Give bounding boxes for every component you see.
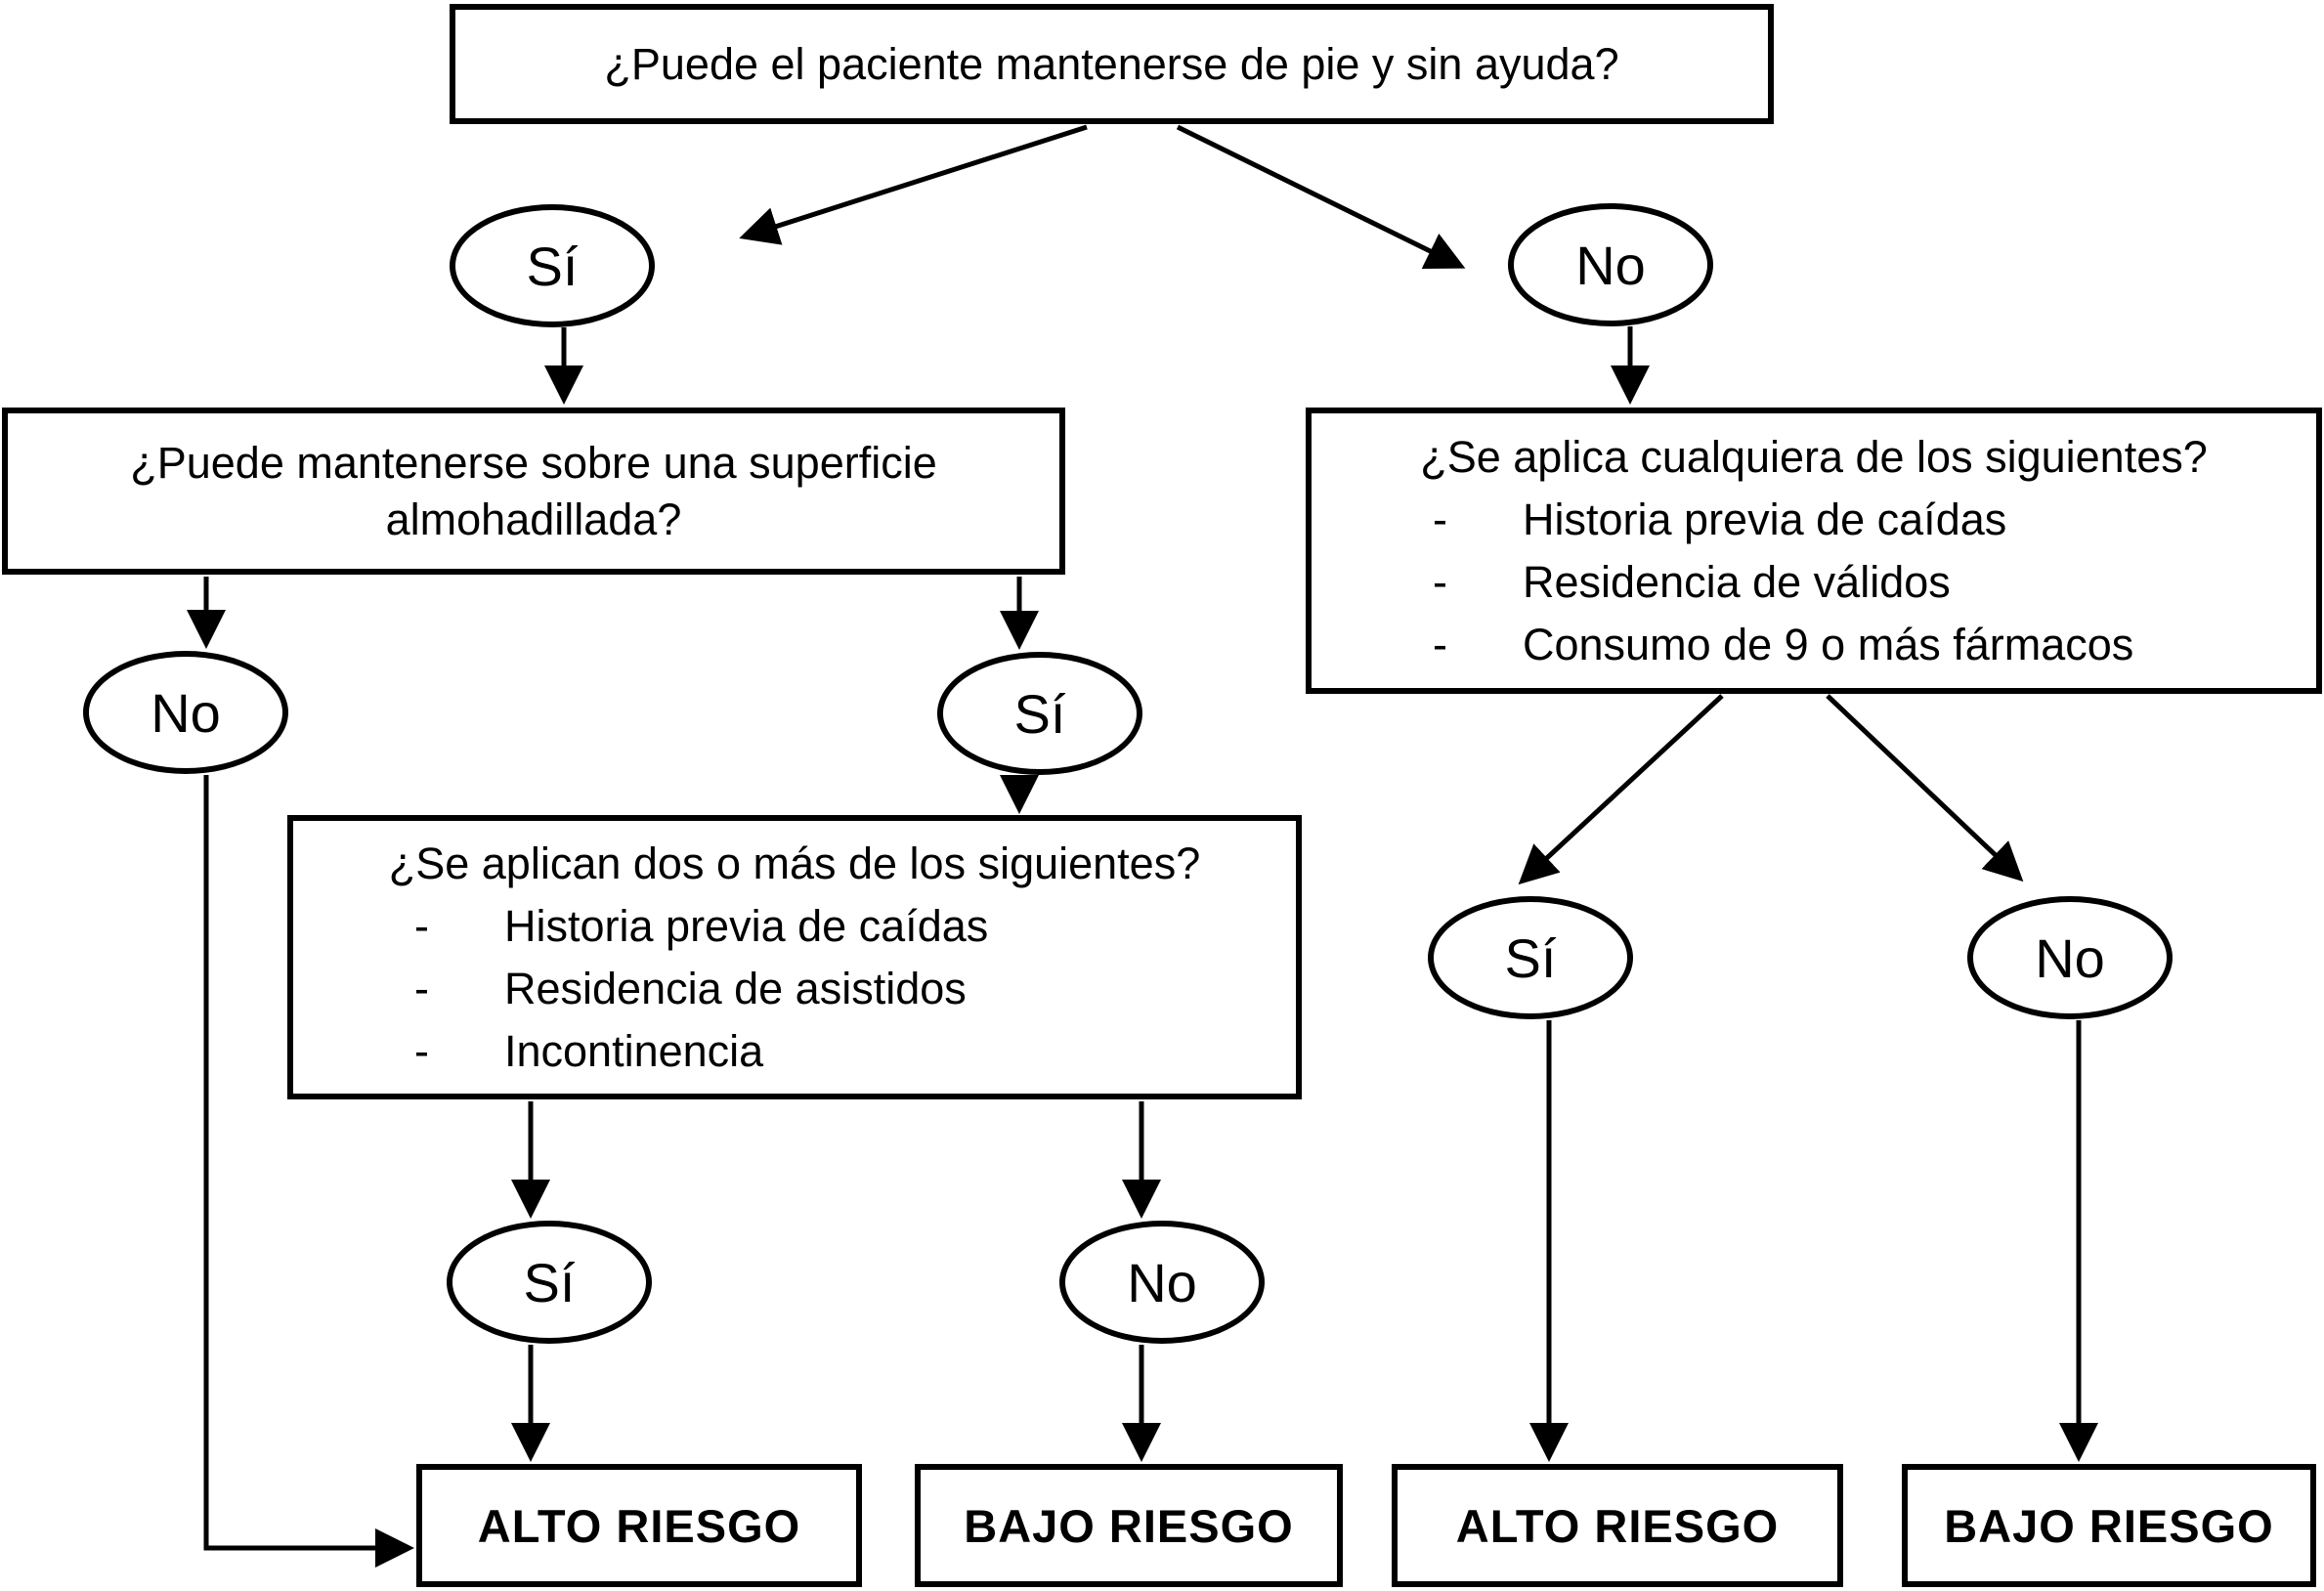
outcome-bajo-riesgo-2: BAJO RIESGO [1902, 1464, 2316, 1587]
decision-label: No [151, 681, 221, 744]
list-item: - Residencia de asistidos [305, 958, 1284, 1020]
question-stand-unaided-text: ¿Puede el paciente mantenerse de pie y s… [604, 38, 1619, 89]
outcome-bajo-riesgo-1: BAJO RIESGO [915, 1464, 1343, 1587]
bullet-dash: - [1433, 494, 1447, 544]
decision-no-lower: No [1059, 1221, 1265, 1344]
decision-si-top: Sí [450, 204, 655, 327]
bullet-dash: - [1433, 556, 1447, 607]
decision-label: Sí [523, 1251, 576, 1313]
decision-label: No [1127, 1251, 1197, 1313]
question-stand-unaided: ¿Puede el paciente mantenerse de pie y s… [450, 4, 1774, 124]
question-any-title: ¿Se aplica cualquiera de los siguientes? [1420, 431, 2208, 482]
decision-label: No [1575, 234, 1646, 296]
decision-si-mid: Sí [937, 652, 1142, 775]
question-padded-surface-text: ¿Puede mantenerse sobre una superficie a… [130, 437, 937, 544]
list-item: - Residencia de válidos [1323, 551, 2304, 614]
list-item-text: Residencia de asistidos [504, 963, 967, 1013]
list-item: - Consumo de 9 o más fármacos [1323, 614, 2304, 676]
bullet-dash: - [414, 1025, 429, 1076]
outcome-label: BAJO RIESGO [964, 1499, 1294, 1552]
list-item: - Historia previa de caídas [305, 895, 1284, 958]
decision-label: No [2035, 926, 2105, 989]
decision-label: Sí [1504, 926, 1557, 989]
list-item-text: Incontinencia [504, 1025, 764, 1076]
decision-si-lower: Sí [447, 1221, 652, 1344]
decision-label: Sí [1013, 682, 1066, 745]
outcome-label: ALTO RIESGO [477, 1499, 801, 1552]
question-two-or-more: ¿Se aplican dos o más de los siguientes?… [287, 815, 1302, 1099]
bullet-dash: - [1433, 619, 1447, 669]
question-padded-surface: ¿Puede mantenerse sobre una superficie a… [2, 408, 1065, 575]
decision-si-right: Sí [1428, 896, 1633, 1019]
question-any-of-following: ¿Se aplica cualquiera de los siguientes?… [1306, 408, 2322, 694]
decision-label: Sí [526, 235, 579, 297]
outcome-label: ALTO RIESGO [1455, 1499, 1780, 1552]
list-item-text: Residencia de válidos [1523, 556, 1951, 607]
list-item-text: Historia previa de caídas [1523, 494, 2007, 544]
list-item: - Historia previa de caídas [1323, 489, 2304, 551]
list-item-text: Historia previa de caídas [504, 900, 989, 951]
outcome-alto-riesgo-2: ALTO RIESGO [1392, 1464, 1843, 1587]
list-item-text: Consumo de 9 o más fármacos [1523, 619, 2134, 669]
arrow-any-question-to-no-right [1826, 694, 2024, 882]
question-two-title: ¿Se aplican dos o más de los siguientes? [388, 838, 1201, 888]
outcome-label: BAJO RIESGO [1944, 1499, 2274, 1552]
decision-no-top: No [1508, 203, 1713, 326]
bullet-dash: - [414, 963, 429, 1013]
list-item: - Incontinencia [305, 1020, 1284, 1083]
decision-no-right: No [1967, 896, 2173, 1019]
bullet-dash: - [414, 900, 429, 951]
arrow-root-to-si-top [739, 124, 1088, 245]
decision-no-left: No [83, 651, 288, 774]
arrow-no-left-to-alto-riesgo-1 [203, 775, 414, 1568]
arrow-any-question-to-si-right [1518, 694, 1724, 885]
outcome-alto-riesgo-1: ALTO RIESGO [416, 1464, 862, 1587]
arrow-root-to-no-top [1176, 124, 1466, 269]
